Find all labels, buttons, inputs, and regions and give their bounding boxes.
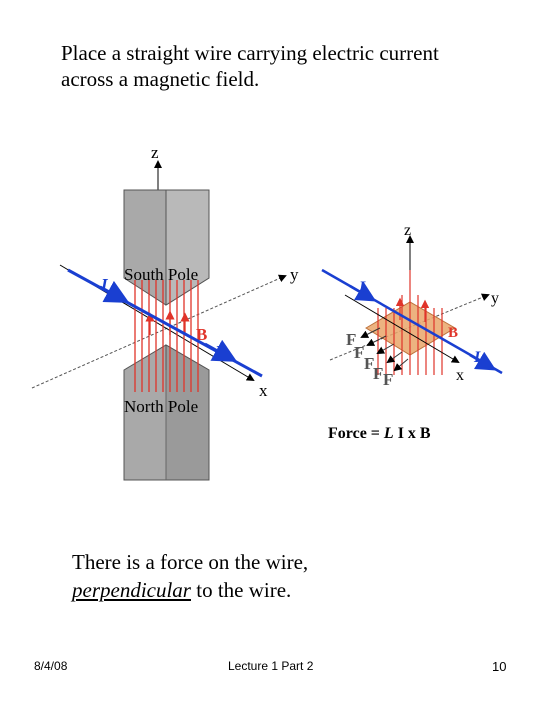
force-formula: Force = L I x B (328, 425, 431, 442)
south-pole-magnet: South Pole (123, 189, 210, 306)
right-diagram: z y B x (321, 222, 503, 442)
right-z-label: z (404, 222, 411, 239)
conclusion-rest: to the wire. (190, 578, 292, 602)
conclusion-line-2: perpendicular to the wire. (72, 576, 492, 604)
footer-date: 8/4/08 (34, 659, 68, 673)
conclusion-text: There is a force on the wire, perpendicu… (72, 548, 492, 604)
right-x-label: x (456, 367, 464, 384)
right-field-label: B (448, 325, 458, 341)
force-label: F (346, 330, 356, 349)
footer-title: Lecture 1 Part 2 (228, 659, 314, 673)
left-current-label-bottom: I (214, 342, 223, 361)
left-y-label: y (290, 265, 299, 284)
force-labels: F F F F F (346, 330, 393, 389)
formula-prefix: Force = (328, 425, 384, 442)
conclusion-emphasis: perpendicular (72, 578, 191, 602)
formula-rest: I x B (394, 425, 431, 442)
left-current-label-top: I (100, 275, 109, 294)
force-label: F (373, 364, 383, 383)
magnet-wire-figure: z y x South Pole North Pole (31, 143, 503, 481)
force-label: F (354, 343, 364, 362)
south-pole-label: South Pole (124, 265, 198, 284)
force-arrows (360, 327, 409, 372)
conclusion-line-1: There is a force on the wire, (72, 550, 309, 574)
left-z-label: z (151, 143, 159, 162)
left-field-label: B (196, 325, 207, 344)
right-y-label: y (491, 290, 499, 307)
left-x-label: x (259, 381, 268, 400)
left-diagram: z y x South Pole North Pole (31, 143, 299, 481)
left-y-axis (31, 274, 287, 389)
page-number: 10 (492, 659, 507, 674)
right-x-axis (344, 294, 460, 364)
right-field-lines (377, 270, 443, 375)
intro-line-2: across a magnetic field. (61, 67, 260, 91)
formula-length: L (383, 425, 394, 442)
north-pole-magnet: North Pole (123, 344, 210, 481)
force-label: F (364, 354, 374, 373)
intro-text: Place a straight wire carrying electric … (61, 40, 501, 92)
right-current-label-top: I (358, 279, 366, 296)
force-label: F (383, 370, 393, 389)
north-pole-label: North Pole (124, 397, 198, 416)
right-current-label-bottom: I (473, 349, 481, 366)
intro-line-1: Place a straight wire carrying electric … (61, 41, 439, 65)
